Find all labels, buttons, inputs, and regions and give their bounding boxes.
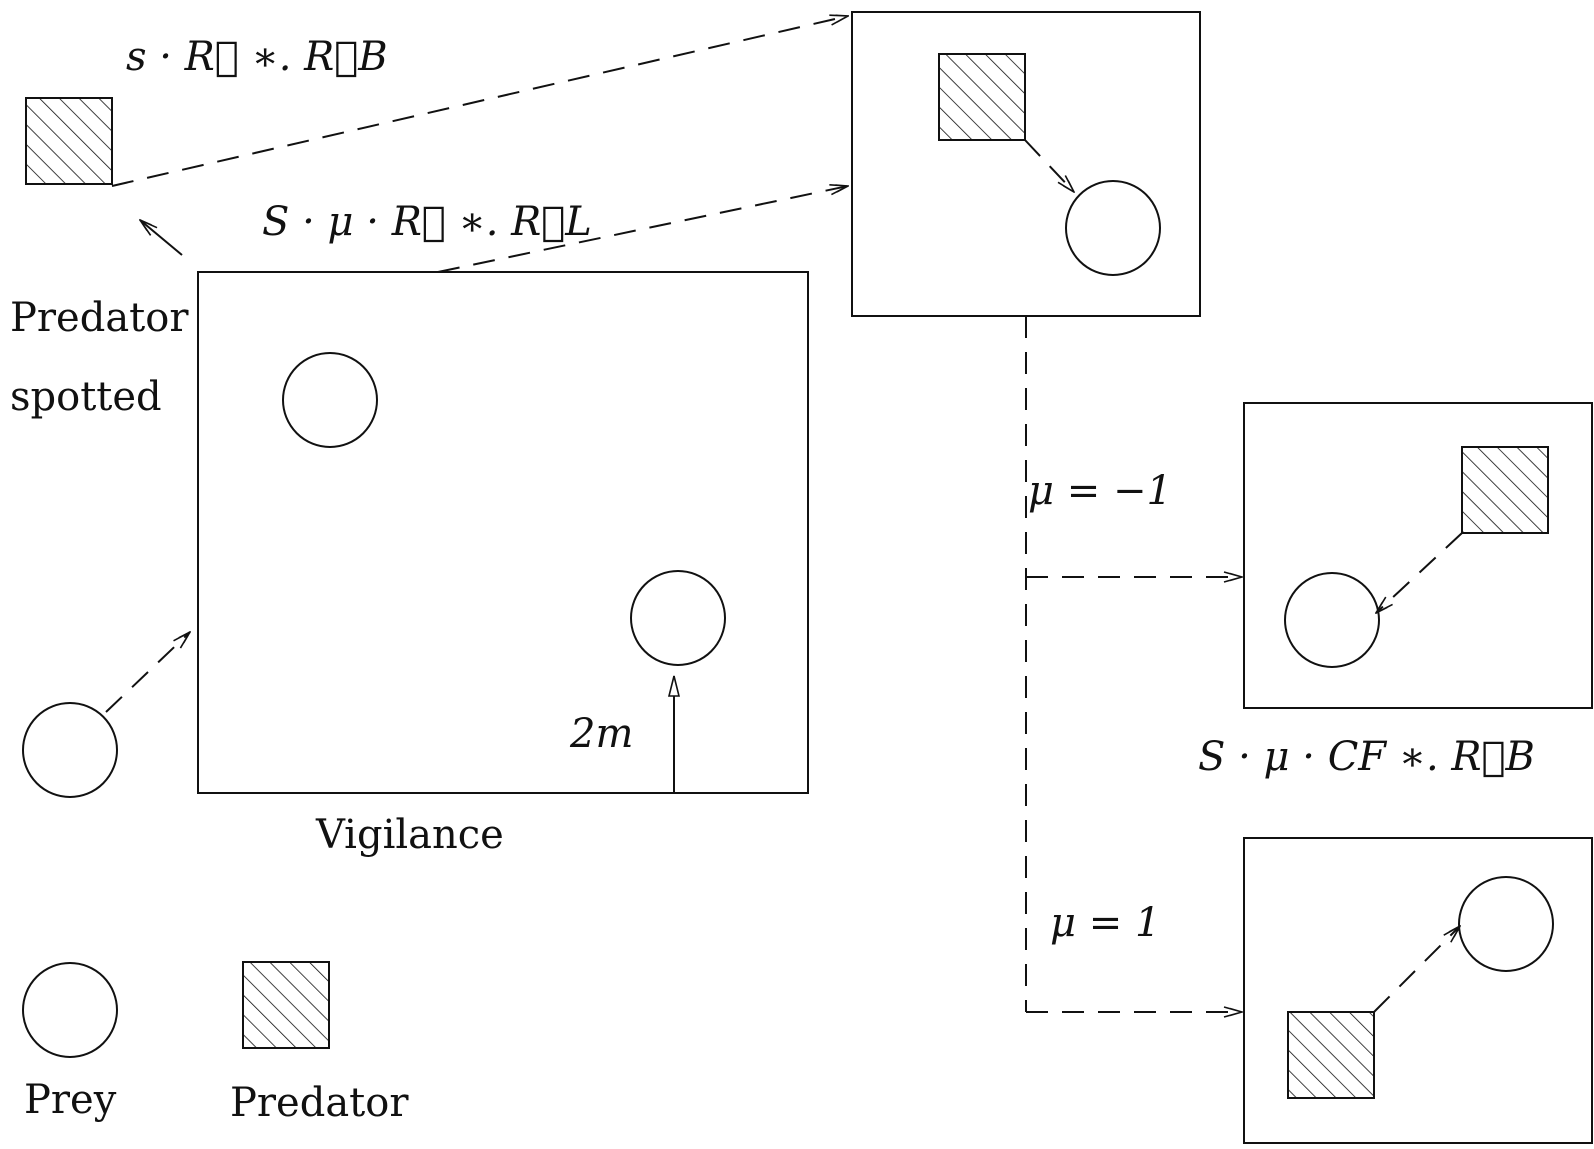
legend-prey-circle [22, 962, 118, 1058]
attack-box [1243, 402, 1593, 709]
prey-circle-entering [22, 702, 118, 798]
prey-circle-vigilance-bottom [630, 570, 726, 666]
vigilance-label: Vigilance [315, 812, 504, 858]
arrow-prey-to-vigilance [105, 632, 190, 713]
mobbing-predator-square [1287, 1011, 1375, 1099]
arrow-predator-attacks-prey [1376, 532, 1463, 613]
attack-predator-square [1461, 446, 1549, 534]
prey-circle-vigilance-top [282, 352, 378, 448]
arrow-vigilance-to-predator [140, 220, 183, 256]
predator-spotted-label-line2: spotted [10, 374, 162, 420]
formula-top-left: s · R⃗ ∗. R⃗B [126, 34, 388, 80]
mu-neg-label: μ = −1 [1028, 468, 1172, 514]
attack-prey-circle [1284, 572, 1380, 668]
legend-predator-square [242, 961, 330, 1049]
legend-predator-label: Predator [230, 1080, 409, 1126]
encounter-predator-square [938, 53, 1026, 141]
formula-right: S · μ · CF ∗. R⃗B [1198, 734, 1535, 780]
distance-label: 2m [569, 711, 633, 757]
arrow-predator-to-prey-encounter [1024, 139, 1074, 192]
predator-spotted-label-line1: Predator [10, 295, 189, 341]
formula-middle: S · μ · R⃗ ∗. R⃗L [262, 199, 592, 245]
mobbing-box [1243, 837, 1593, 1144]
arrow-predator-to-encounter-box [111, 16, 848, 187]
arrow-prey-approaches-predator [1373, 926, 1460, 1013]
vigilance-box [197, 271, 809, 794]
mu-pos-label: μ = 1 [1050, 900, 1160, 946]
mobbing-prey-circle [1458, 876, 1554, 972]
encounter-prey-circle [1065, 180, 1161, 276]
legend-prey-label: Prey [24, 1077, 117, 1123]
spotted-predator-square [25, 97, 113, 185]
